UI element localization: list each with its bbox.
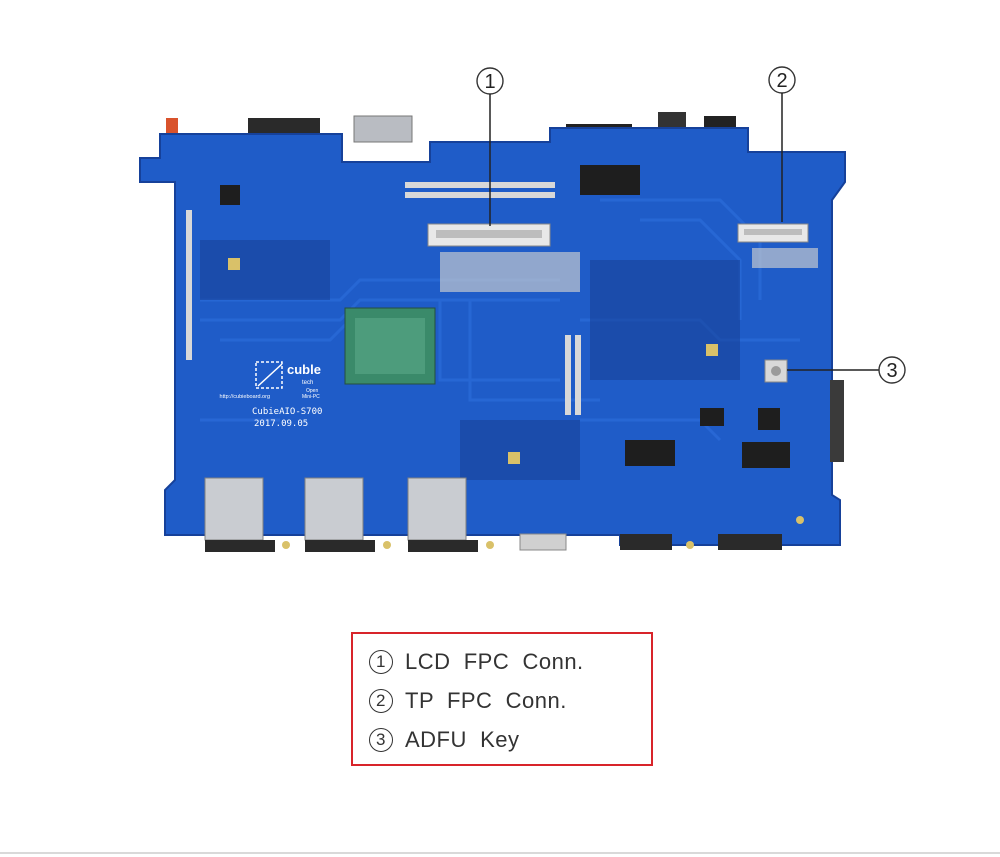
small-chips: [220, 165, 790, 468]
legend-label: LCD FPC Conn.: [405, 649, 584, 674]
silkscreen-model: CubieAIO-S700: [252, 407, 322, 417]
callout-3-number: 3: [886, 360, 897, 382]
silkscreen-tag1: Open: [306, 388, 318, 394]
callout-1-number: 1: [484, 71, 495, 93]
legend-label: ADFU Key: [405, 727, 520, 752]
legend-number: 2: [369, 689, 393, 713]
silkscreen-date: 2017.09.05: [254, 419, 308, 429]
gold-pads: [228, 258, 804, 549]
silkscreen-logo: cuble tech Open Mini-PC http://cubieboar…: [220, 361, 322, 429]
callout-3: 3: [787, 356, 906, 384]
legend-number: 1: [369, 650, 393, 674]
silkscreen-url: http://cubieboard.org: [220, 394, 270, 400]
header-pins: [186, 182, 581, 415]
silkscreen-brand: cuble: [287, 362, 321, 377]
side-connector: [830, 380, 844, 462]
lcd-fpc-pads: [440, 252, 580, 292]
callout-1: 1: [476, 67, 504, 226]
silkscreen-brand-sub: tech: [302, 380, 313, 386]
callout-2: 2: [768, 66, 796, 222]
legend-label: TP FPC Conn.: [405, 688, 567, 713]
legend-item-lcd-fpc: 1 LCD FPC Conn.: [369, 646, 584, 678]
silkscreen-tag2: Mini-PC: [302, 394, 320, 400]
legend-item-tp-fpc: 2 TP FPC Conn.: [369, 685, 567, 717]
legend-number: 3: [369, 728, 393, 752]
legend-item-adfu-key: 3 ADFU Key: [369, 724, 520, 756]
usb-ports: [204, 477, 782, 552]
bottom-divider: [0, 852, 1000, 854]
legend-box: 1 LCD FPC Conn. 2 TP FPC Conn. 3 ADFU Ke…: [351, 632, 653, 766]
callout-2-number: 2: [776, 70, 787, 92]
pcb-dark-areas: [200, 240, 740, 480]
